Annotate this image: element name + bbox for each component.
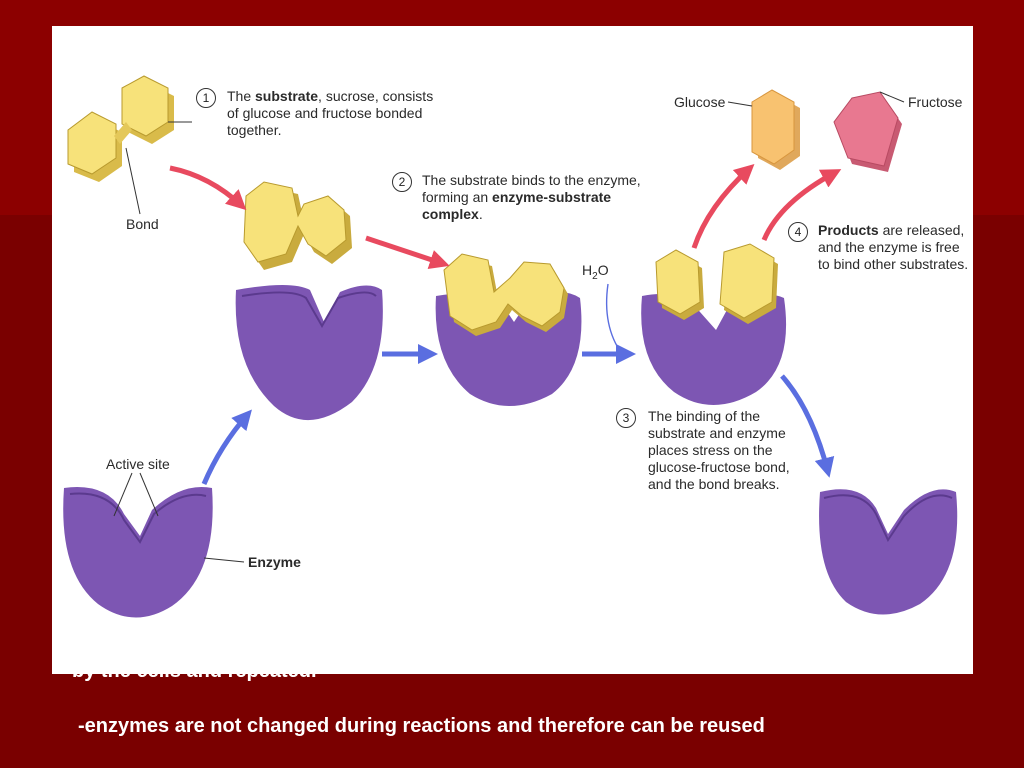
step-3-line: places stress on the bbox=[648, 442, 773, 458]
step-1-text-a: The bbox=[227, 88, 256, 104]
sucrose-molecule bbox=[67, 75, 192, 215]
step-1-text-b: , sucrose, consists bbox=[318, 88, 434, 104]
step-4-line-3: to bind other substrates. bbox=[818, 256, 969, 272]
step-1-text: The substrate, sucrose, consists of gluc… bbox=[227, 88, 467, 139]
enzyme-shape bbox=[235, 285, 383, 421]
arrow-enzyme-release bbox=[780, 374, 835, 478]
cut-off-text: by the cells and repeated. bbox=[72, 674, 317, 683]
step-4-line-2: and the enzyme is free bbox=[818, 239, 960, 255]
step-3-line: substrate and enzyme bbox=[648, 425, 786, 441]
step-1-bold: substrate bbox=[255, 88, 319, 104]
step-3-text: The binding of the substrate and enzyme … bbox=[648, 408, 808, 493]
step-4-bold: Products bbox=[818, 222, 879, 238]
enzyme-with-products bbox=[641, 243, 787, 405]
slide-caption: -enzymes are not changed during reaction… bbox=[78, 715, 765, 737]
step-2-text-a: forming an bbox=[422, 189, 493, 205]
substrate-approaching bbox=[243, 181, 352, 270]
water-h: H bbox=[582, 262, 593, 278]
step-3-line: and the bond breaks. bbox=[648, 476, 780, 492]
bond-label: Bond bbox=[126, 216, 159, 232]
enzyme-substrate-complex bbox=[435, 253, 582, 406]
glucose-label: Glucose bbox=[674, 94, 726, 110]
step-4-text-a: are released, bbox=[878, 222, 965, 238]
step-2-text-b: . bbox=[478, 206, 483, 222]
step-2-text: The substrate binds to the enzyme, formi… bbox=[422, 172, 662, 223]
step-1-line-2: of glucose and fructose bonded bbox=[227, 105, 423, 121]
water-arrow bbox=[605, 283, 623, 356]
step-2-bold-a: enzyme-substrate bbox=[492, 189, 612, 205]
arrow-glucose-release bbox=[691, 163, 755, 249]
enzyme-released bbox=[819, 489, 958, 615]
step-2-bold-b: complex bbox=[422, 206, 479, 222]
diagram-graphics bbox=[63, 75, 958, 618]
water-subscript: 2 bbox=[592, 270, 598, 282]
step-2-number: 2 bbox=[392, 172, 412, 192]
step-2-line-1: The substrate binds to the enzyme, bbox=[422, 172, 641, 188]
arrow-binding bbox=[169, 165, 247, 211]
enzyme-diagram: 1 The substrate, sucrose, consists of gl… bbox=[52, 26, 973, 674]
arrow-fructose-release bbox=[761, 169, 842, 241]
active-site-label: Active site bbox=[106, 456, 170, 472]
water-label: H2O bbox=[582, 262, 609, 282]
step-4-text: Products are released, and the enzyme is… bbox=[818, 222, 973, 273]
enzyme-label: Enzyme bbox=[248, 554, 301, 570]
water-o: O bbox=[597, 262, 609, 278]
arrow-enzyme-to-substrate bbox=[201, 409, 252, 485]
step-3-line: The binding of the bbox=[648, 408, 761, 424]
enzyme-free bbox=[63, 472, 245, 618]
step-1-number: 1 bbox=[196, 88, 216, 108]
fructose-molecule bbox=[833, 91, 905, 172]
glucose-molecule bbox=[727, 89, 800, 170]
step-3-line: glucose-fructose bond, bbox=[648, 459, 790, 475]
step-4-number: 4 bbox=[788, 222, 808, 242]
fructose-label: Fructose bbox=[908, 94, 963, 110]
arrow-complex bbox=[365, 235, 450, 270]
step-1-line-3: together. bbox=[227, 122, 282, 138]
step-3-number: 3 bbox=[616, 408, 636, 428]
